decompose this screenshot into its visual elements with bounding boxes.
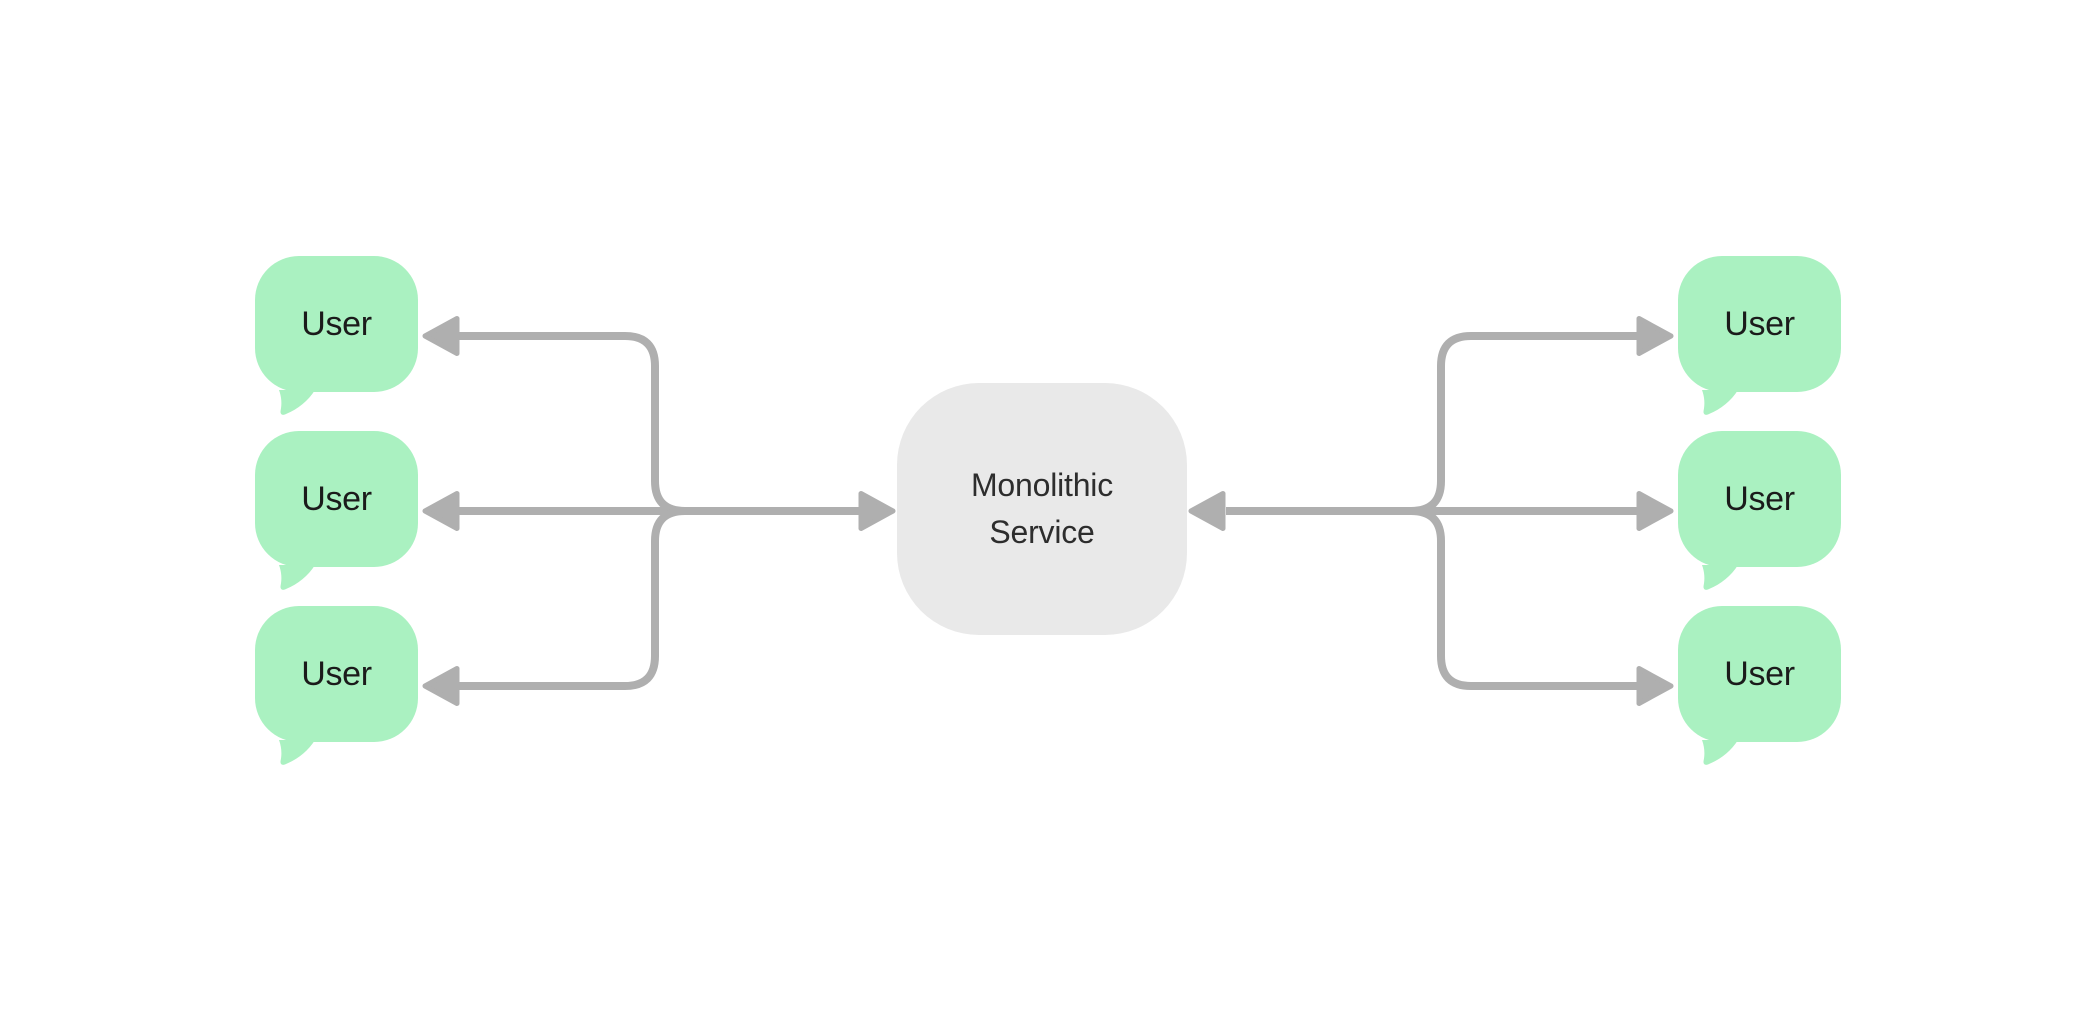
arrowhead-service-right — [1188, 491, 1226, 531]
connector-left-top — [450, 332, 686, 515]
user-node-label: User — [301, 305, 372, 343]
user-node-left-3[interactable]: User — [255, 606, 418, 765]
user-node-left-2[interactable]: User — [255, 431, 418, 590]
connector-left-bottom — [450, 507, 686, 690]
user-node-right-2[interactable]: User — [1678, 431, 1841, 590]
monolithic-service-label: Monolithic Service — [970, 467, 1114, 550]
arrowhead-left-user-2 — [422, 491, 460, 531]
user-node-right-3[interactable]: User — [1678, 606, 1841, 765]
user-node-label: User — [301, 480, 372, 518]
bubble-tail — [1702, 565, 1738, 590]
user-node-right-1[interactable]: User — [1678, 256, 1841, 415]
connector-right-bottom — [1410, 507, 1646, 690]
bubble-tail — [279, 740, 315, 765]
user-node-label: User — [1724, 480, 1795, 518]
arrowhead-left-user-1 — [422, 316, 460, 356]
arrowhead-service-left — [858, 491, 896, 531]
connector-right-top — [1410, 332, 1646, 515]
user-node-left-1[interactable]: User — [255, 256, 418, 415]
bubble-tail — [279, 390, 315, 415]
user-node-label: User — [1724, 655, 1795, 693]
arrowhead-right-user-1 — [1636, 316, 1674, 356]
user-node-label: User — [1724, 305, 1795, 343]
monolithic-service-node[interactable]: Monolithic Service — [897, 383, 1187, 635]
bubble-tail — [1702, 740, 1738, 765]
bubble-tail — [1702, 390, 1738, 415]
user-node-label: User — [301, 655, 372, 693]
arrowhead-right-user-3 — [1636, 666, 1674, 706]
arrowhead-right-user-2 — [1636, 491, 1674, 531]
arrowhead-left-user-3 — [422, 666, 460, 706]
bubble-tail — [279, 565, 315, 590]
